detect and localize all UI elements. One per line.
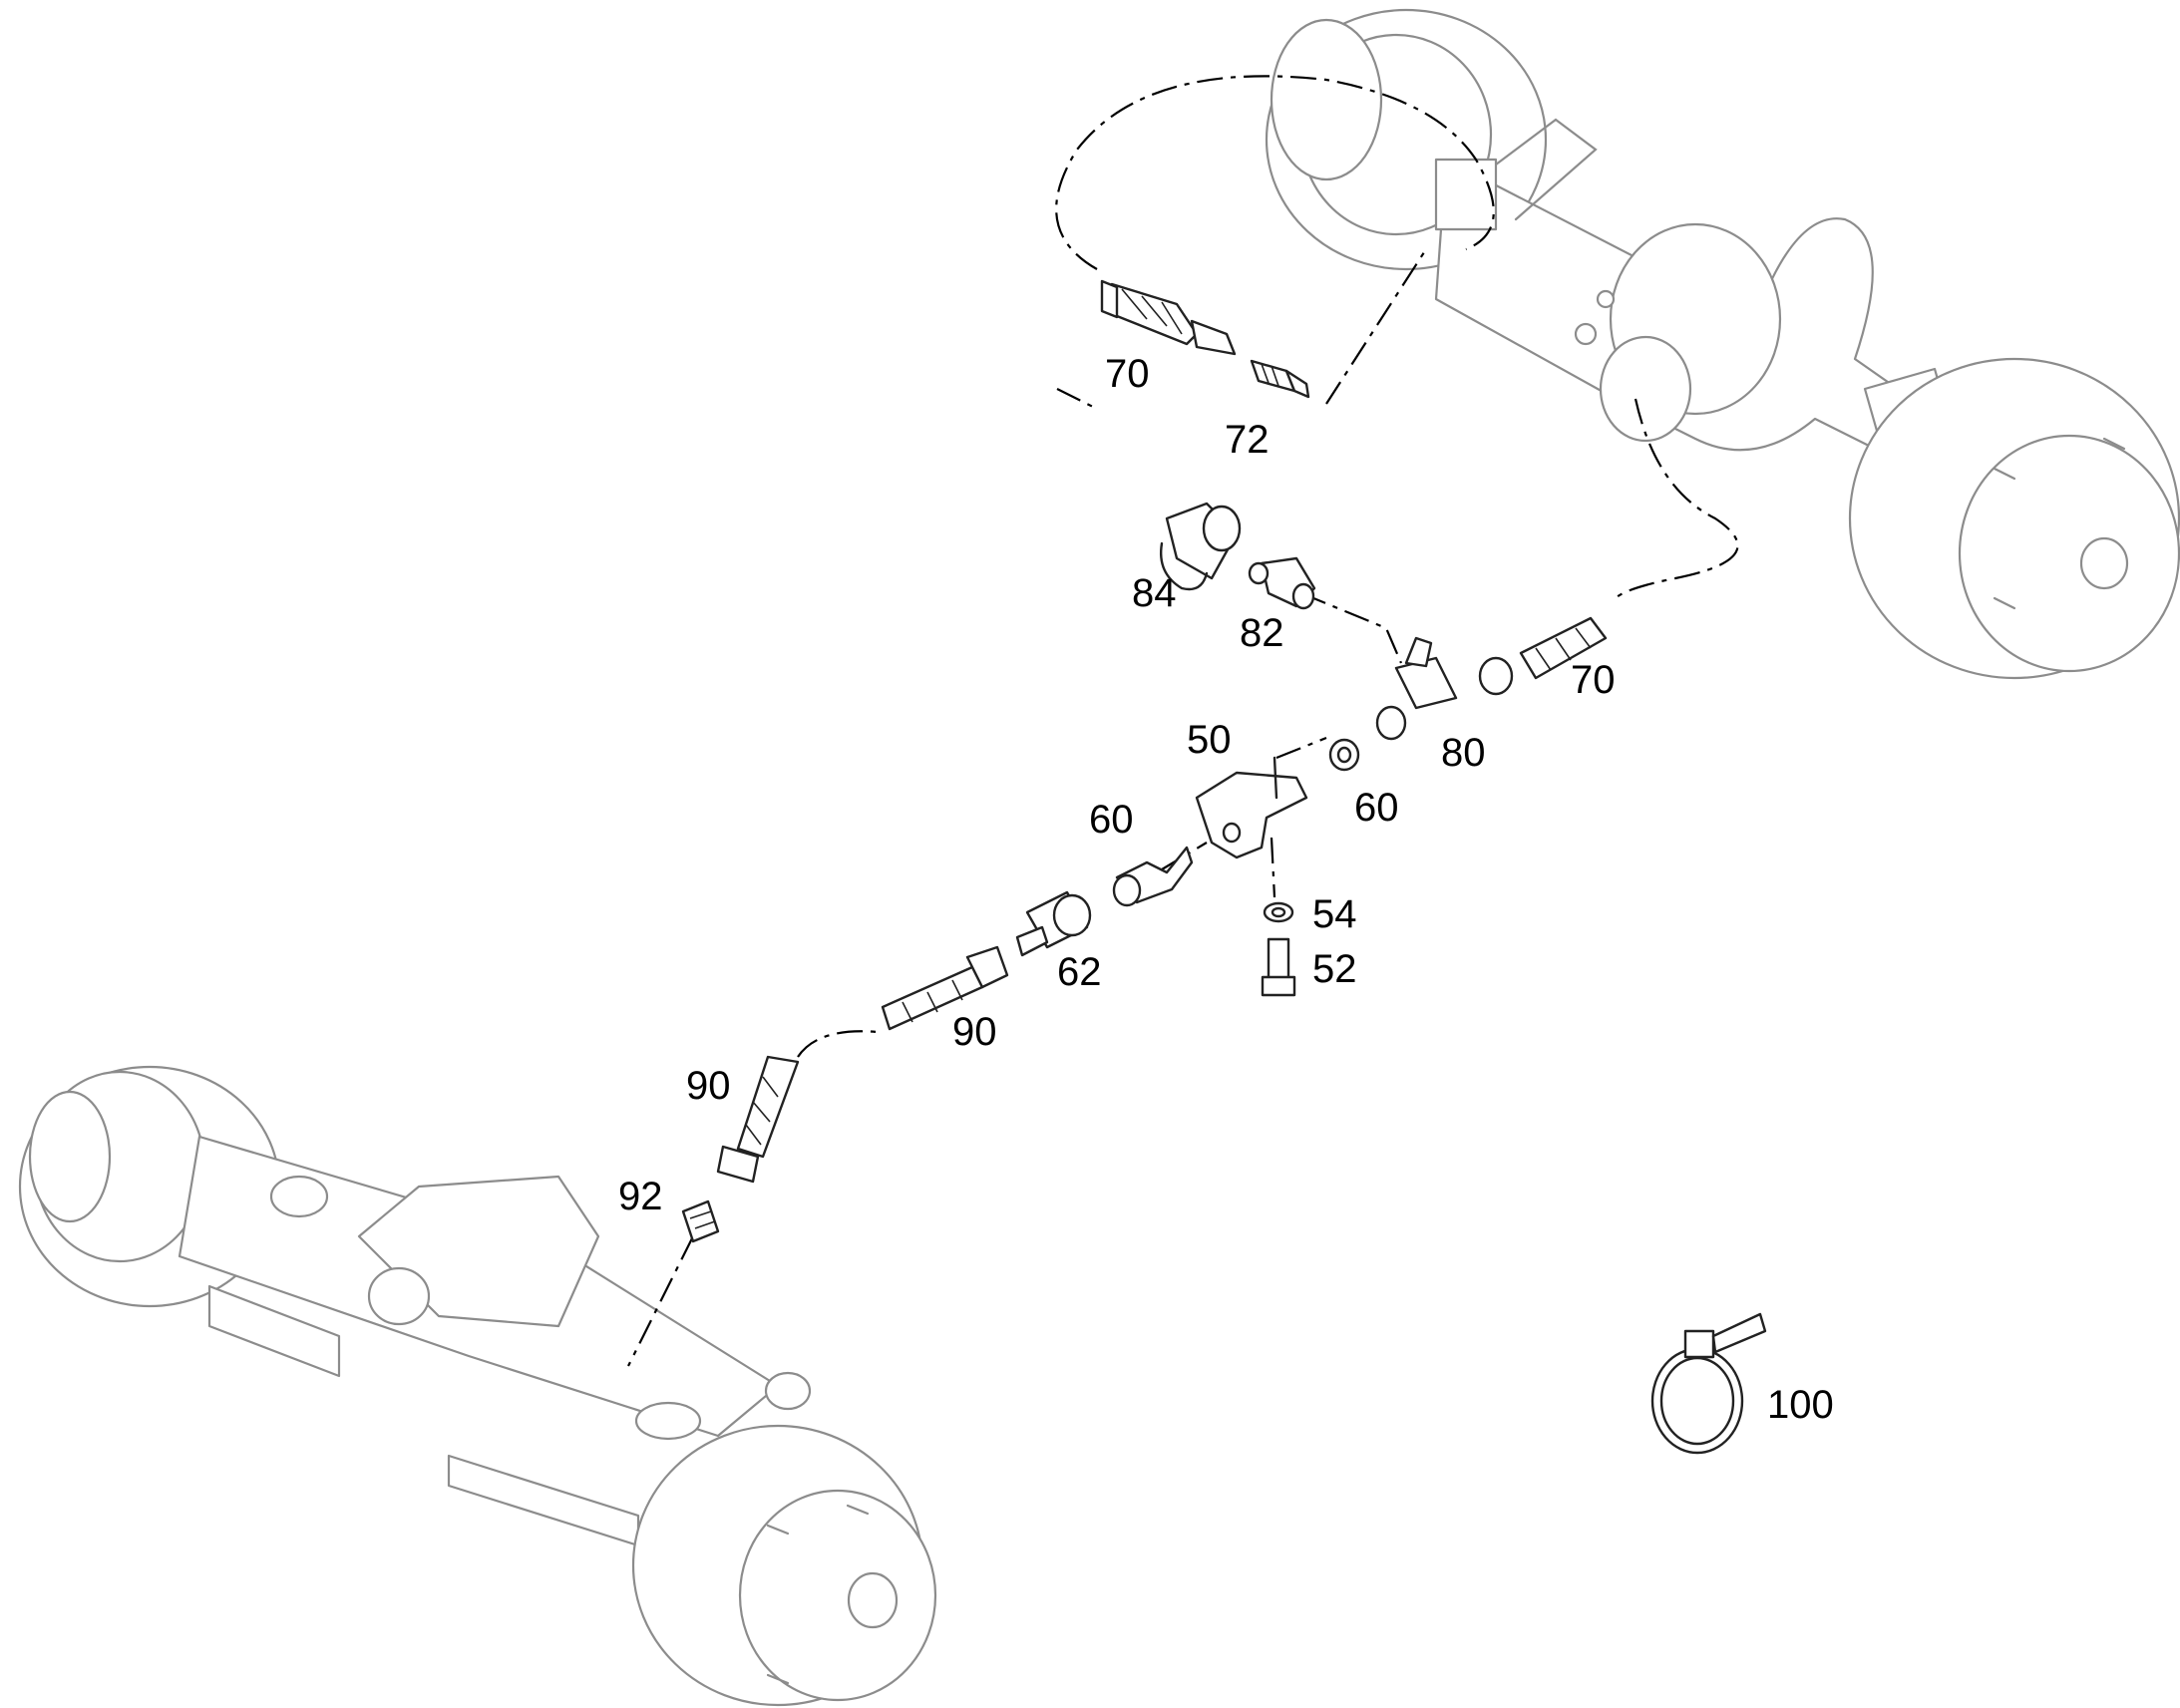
callout-60-right: 60: [1354, 786, 1399, 830]
callout-50: 50: [1187, 718, 1232, 762]
front-axle-assembly: [18, 1065, 937, 1707]
callout-92: 92: [618, 1175, 663, 1218]
callout-60-left: 60: [1089, 798, 1134, 842]
callout-70-upper: 70: [1105, 352, 1150, 396]
hose-70-upper: [1100, 279, 1237, 356]
callout-70-lower: 70: [1571, 658, 1616, 702]
fitting-72: [1250, 359, 1310, 399]
callout-82: 82: [1240, 611, 1284, 655]
callout-90-upper: 90: [952, 1010, 997, 1054]
callout-72: 72: [1225, 418, 1270, 462]
callout-84: 84: [1132, 571, 1177, 615]
callout-62: 62: [1057, 950, 1102, 994]
fitting-82: [1248, 556, 1316, 610]
bracket-50: [1195, 756, 1308, 859]
rear-axle-assembly: [1265, 8, 2180, 680]
nut-60-right: [1328, 738, 1360, 772]
fitting-92: [681, 1199, 720, 1243]
stud-60-left: [1112, 846, 1194, 907]
callout-80: 80: [1441, 731, 1486, 775]
callout-52: 52: [1312, 947, 1357, 991]
hose-90-upper: [881, 945, 1009, 1031]
hose-70-lower: [1478, 616, 1608, 696]
callout-54: 54: [1312, 892, 1357, 936]
tee-80: [1375, 636, 1458, 741]
callout-100: 100: [1767, 1383, 1834, 1427]
tee-62: [1015, 890, 1092, 957]
cap-84: [1160, 502, 1242, 591]
washer-54: [1263, 901, 1294, 923]
cable-tie-100: [1650, 1312, 1767, 1455]
hose-90-lower: [716, 1055, 800, 1184]
bolt-52: [1261, 937, 1296, 997]
callout-90-lower: 90: [686, 1064, 731, 1108]
